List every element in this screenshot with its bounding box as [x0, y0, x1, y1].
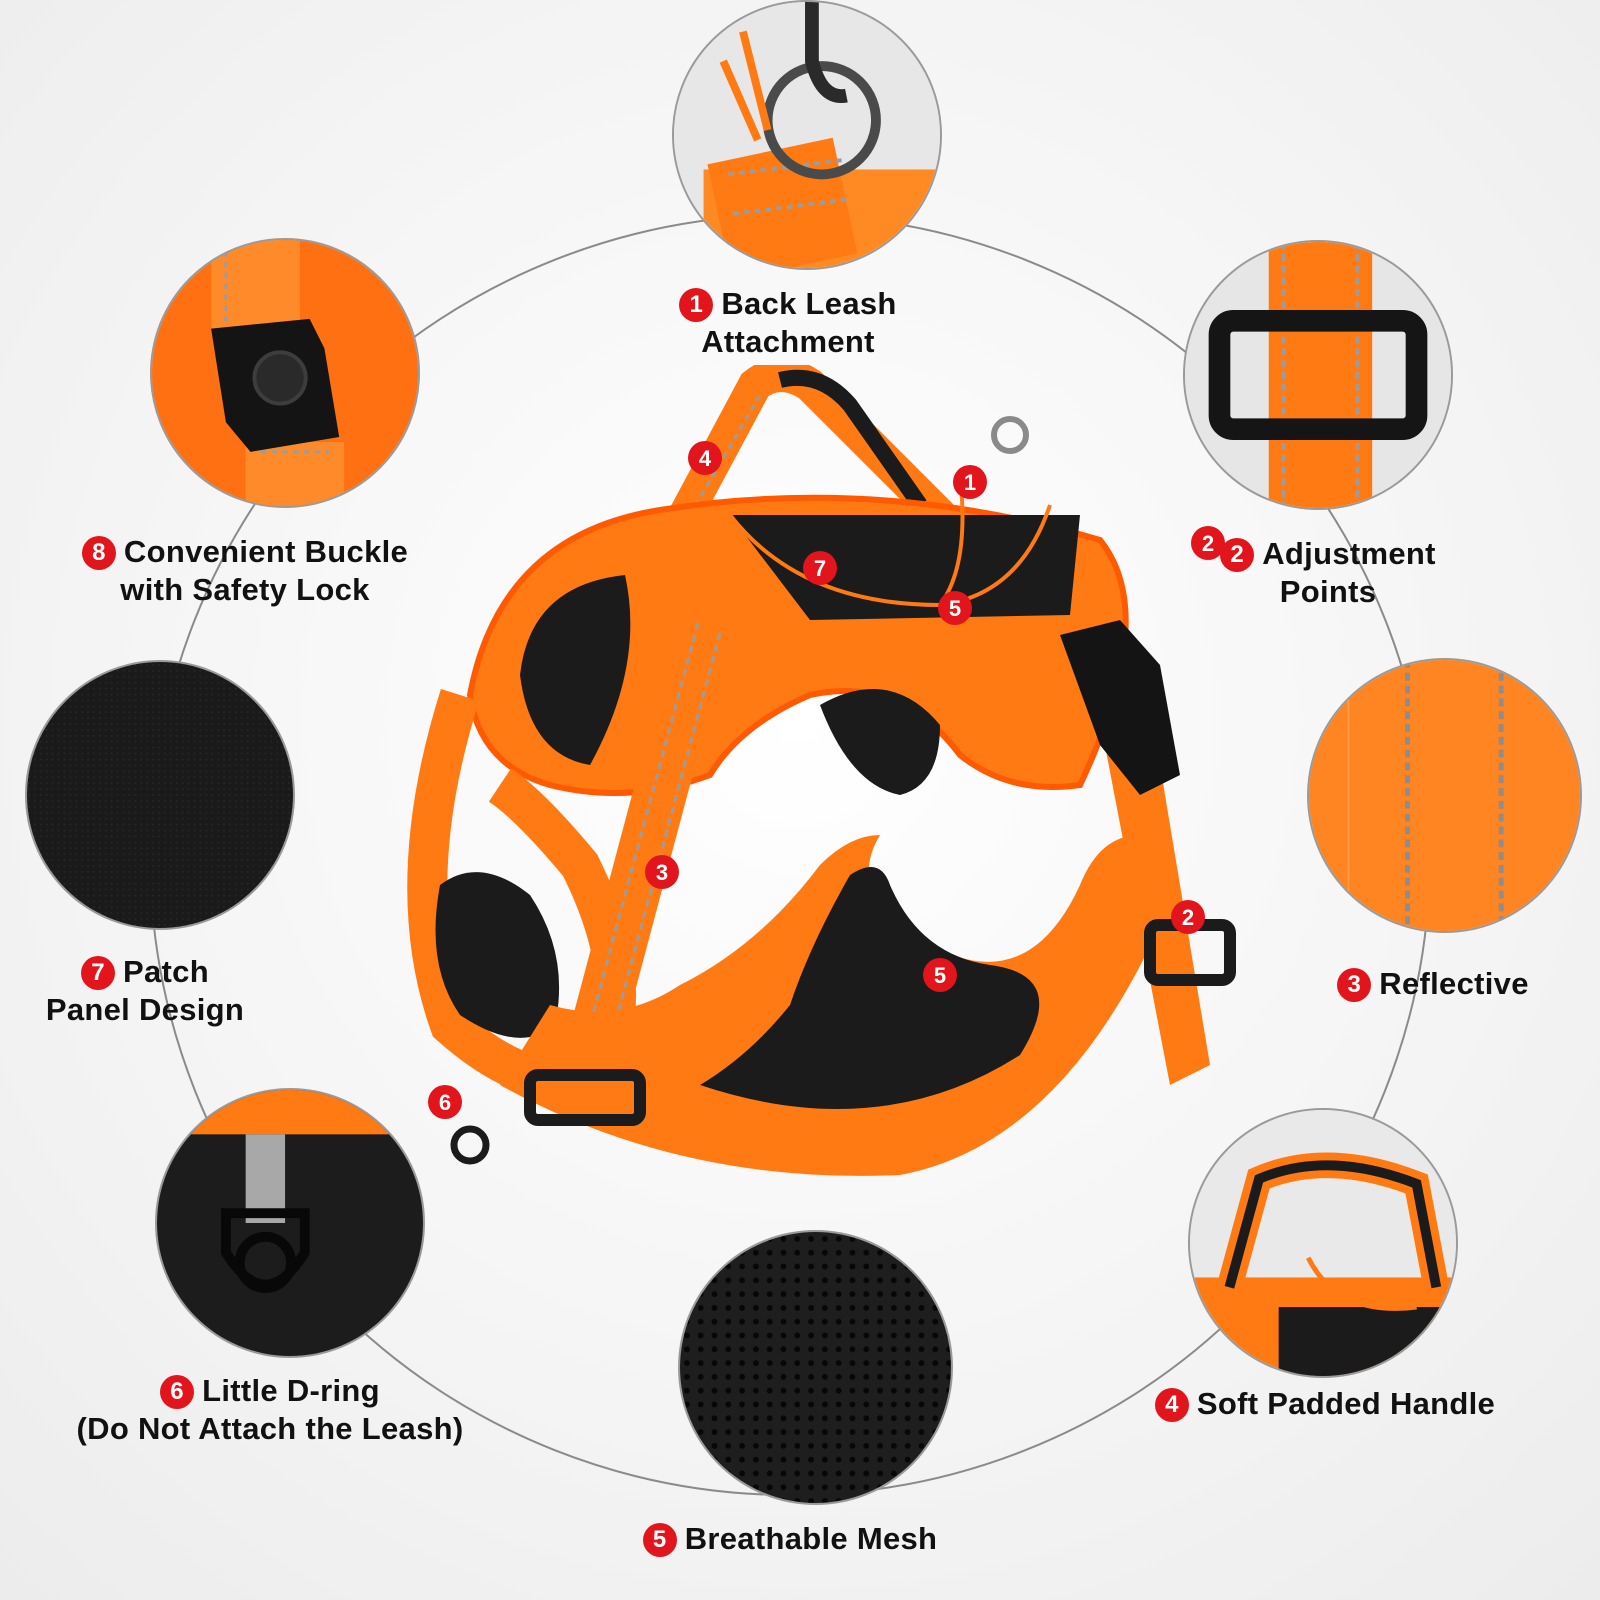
harness-marker-leash-ring: 1: [953, 465, 987, 499]
feature-image-adjustment: [1183, 240, 1453, 510]
svg-text:5: 5: [934, 963, 946, 988]
svg-text:7: 7: [814, 556, 826, 581]
svg-text:5: 5: [949, 596, 961, 621]
harness-marker-mesh: 5: [923, 958, 957, 992]
svg-text:6: 6: [439, 1090, 451, 1115]
harness-marker-patch: 7: [803, 551, 837, 585]
feature-image-dring: [155, 1088, 425, 1358]
harness-chest-strap: [560, 615, 730, 1085]
svg-text:2: 2: [1202, 531, 1214, 556]
harness-marker-bungee: 5: [938, 591, 972, 625]
svg-text:2: 2: [1182, 905, 1194, 930]
feature-image-patch: [25, 660, 295, 930]
feature-image-buckle: [150, 238, 420, 508]
svg-text:1: 1: [964, 470, 976, 495]
harness-marker-dring: 6: [428, 1085, 462, 1119]
harness-marker-adjust-top: 2: [1191, 526, 1225, 560]
harness-buckle: [1060, 620, 1180, 795]
harness-illustration: 4 1 7 5 2 3 5 2 6: [407, 365, 1236, 1176]
svg-text:3: 3: [656, 860, 668, 885]
feature-image-mesh: [678, 1230, 953, 1505]
harness-marker-adjust-side: 2: [1171, 900, 1205, 934]
harness-marker-handle: 4: [688, 441, 722, 475]
feature-image-reflective: [1307, 658, 1582, 933]
feature-image-back-leash: [672, 0, 942, 270]
feature-image-handle: [1188, 1108, 1458, 1378]
svg-text:4: 4: [699, 446, 712, 471]
harness-marker-reflective: 3: [645, 855, 679, 889]
harness-patch-panel: [730, 515, 1080, 620]
